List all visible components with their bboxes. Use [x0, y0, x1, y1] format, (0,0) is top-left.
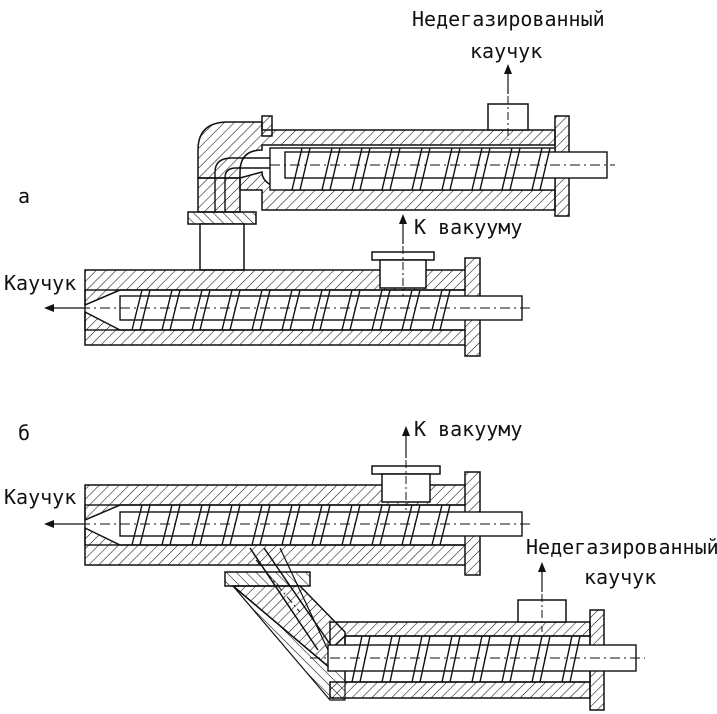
upper-output-label-line1: Недегазированный	[412, 7, 605, 31]
upper-extruder-b	[44, 426, 530, 576]
variant-b-marker: б	[18, 421, 30, 445]
connecting-pipe-a	[187, 211, 257, 271]
inclined-channel-b	[224, 547, 346, 701]
lower-extruder-a	[44, 214, 530, 357]
upper-output-label-line2: каучук	[470, 39, 542, 63]
lower-input-label-line1: Недегазированный	[526, 535, 717, 559]
upper-extruder-a	[197, 64, 615, 217]
variant-a-marker: а	[18, 184, 30, 208]
variant-b: б	[4, 417, 717, 711]
variant-a: а	[4, 7, 615, 357]
lower-input-label-line2: каучук	[584, 565, 656, 589]
vacuum-label-a: К вакууму	[414, 215, 522, 239]
vacuum-label-b: К вакууму	[414, 417, 522, 441]
lower-extruder-b	[310, 562, 645, 711]
rubber-output-label-a: Каучук	[4, 271, 76, 295]
rubber-output-label-b: Каучук	[4, 485, 76, 509]
